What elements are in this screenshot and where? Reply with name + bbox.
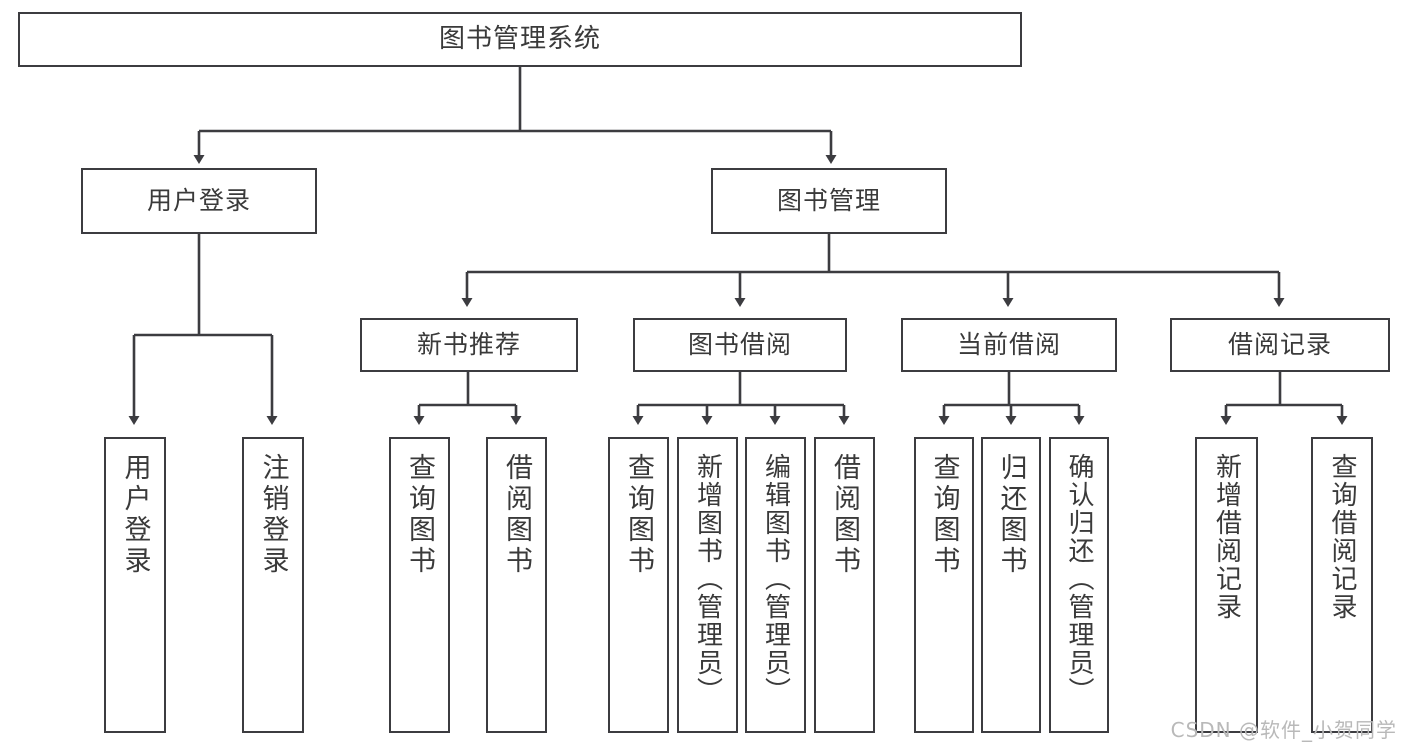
- node-new-book-recommendation[interactable]: 新书推荐: [360, 318, 578, 372]
- node-label: 新增借阅记录: [1211, 453, 1242, 621]
- leaf-borrow-book[interactable]: 借阅图书: [814, 437, 875, 733]
- watermark-text: CSDN @软件_小贺同学: [1170, 718, 1397, 742]
- node-label: 图书管理: [776, 186, 881, 216]
- node-book-management[interactable]: 图书管理: [711, 168, 947, 234]
- node-label: 编辑图书（管理员）: [760, 453, 791, 705]
- leaf-borrow-book-new[interactable]: 借阅图书: [486, 437, 547, 733]
- node-label: 新书推荐: [416, 330, 521, 360]
- node-borrow-record[interactable]: 借阅记录: [1170, 318, 1390, 372]
- node-user-login[interactable]: 用户登录: [81, 168, 317, 234]
- node-label: 确认归还（管理员）: [1064, 453, 1094, 705]
- node-label: 注销登录: [257, 453, 289, 577]
- leaf-add-book-admin[interactable]: 新增图书（管理员）: [677, 437, 738, 733]
- node-label: 借阅图书: [829, 453, 860, 577]
- node-label: 归还图书: [995, 453, 1027, 577]
- node-label: 图书管理系统: [438, 24, 601, 55]
- leaf-query-borrow-record[interactable]: 查询借阅记录: [1311, 437, 1373, 733]
- leaf-confirm-return-admin[interactable]: 确认归还（管理员）: [1049, 437, 1109, 733]
- leaf-add-borrow-record[interactable]: 新增借阅记录: [1195, 437, 1258, 733]
- node-root-system[interactable]: 图书管理系统: [18, 12, 1022, 67]
- node-label: 借阅图书: [501, 453, 532, 577]
- node-label: 查询借阅记录: [1327, 453, 1357, 621]
- node-label: 新增图书（管理员）: [692, 453, 723, 705]
- node-label: 查询图书: [404, 453, 435, 577]
- node-label: 图书借阅: [687, 330, 792, 360]
- leaf-user-login[interactable]: 用户登录: [104, 437, 166, 733]
- leaf-query-book-borrow[interactable]: 查询图书: [608, 437, 669, 733]
- node-label: 用户登录: [146, 186, 251, 216]
- node-current-borrowing[interactable]: 当前借阅: [901, 318, 1117, 372]
- node-label: 借阅记录: [1227, 330, 1332, 360]
- node-label: 当前借阅: [956, 330, 1061, 360]
- node-label: 查询图书: [623, 453, 654, 577]
- leaf-query-book-new[interactable]: 查询图书: [389, 437, 450, 733]
- leaf-query-book-current[interactable]: 查询图书: [914, 437, 974, 733]
- leaf-logout[interactable]: 注销登录: [242, 437, 304, 733]
- node-label: 用户登录: [119, 453, 151, 577]
- leaf-edit-book-admin[interactable]: 编辑图书（管理员）: [745, 437, 806, 733]
- node-label: 查询图书: [928, 453, 960, 577]
- leaf-return-book[interactable]: 归还图书: [981, 437, 1041, 733]
- node-book-borrowing[interactable]: 图书借阅: [633, 318, 847, 372]
